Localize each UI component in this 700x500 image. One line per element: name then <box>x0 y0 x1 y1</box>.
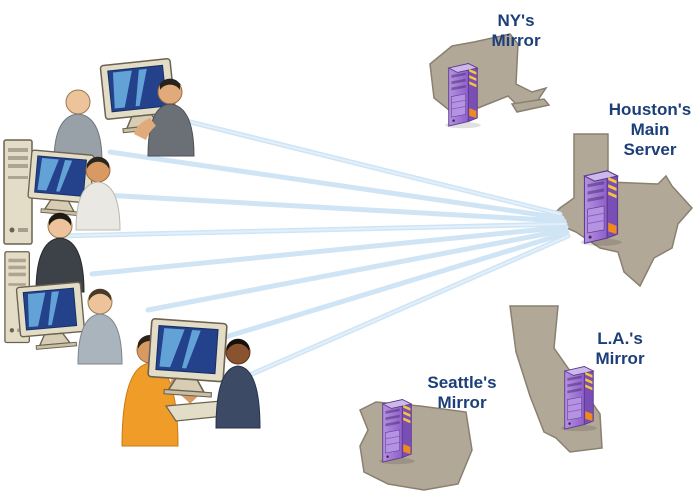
ny-label-line1: NY's <box>497 11 534 30</box>
houston-label-line1: Houston's <box>609 100 691 119</box>
person-white-tee <box>75 156 121 231</box>
houston-label-line3: Server <box>624 140 677 159</box>
person-dark-shirt <box>35 212 85 293</box>
la-mirror-label: L.A.'s Mirror <box>595 329 645 368</box>
seattle-label-line2: Mirror <box>437 393 487 412</box>
la-label-line1: L.A.'s <box>597 329 643 348</box>
person-grayblue-shirt <box>77 288 123 365</box>
person-bald-gray-shirt <box>53 89 103 163</box>
person-dark-tee <box>134 78 195 157</box>
houston-main-server-label: Houston's Main Server <box>609 100 691 159</box>
seattle-mirror-server-icon <box>378 399 416 465</box>
long-island-icon <box>510 98 551 113</box>
la-label-line2: Mirror <box>595 349 645 368</box>
seattle-label-line1: Seattle's <box>427 373 496 392</box>
person-navy-shirt <box>215 338 261 429</box>
ny-mirror-server-icon <box>444 63 482 129</box>
la-mirror-server-icon <box>560 366 598 432</box>
ny-label-line2: Mirror <box>491 31 541 50</box>
houston-main-server-icon <box>579 170 623 247</box>
houston-label-line2: Main <box>631 120 670 139</box>
connection-beams <box>55 109 571 377</box>
washington-state-icon <box>359 401 473 491</box>
seattle-mirror-label: Seattle's Mirror <box>427 373 496 412</box>
ny-mirror-label: NY's Mirror <box>491 11 541 50</box>
user-workstations-cluster <box>3 57 261 447</box>
